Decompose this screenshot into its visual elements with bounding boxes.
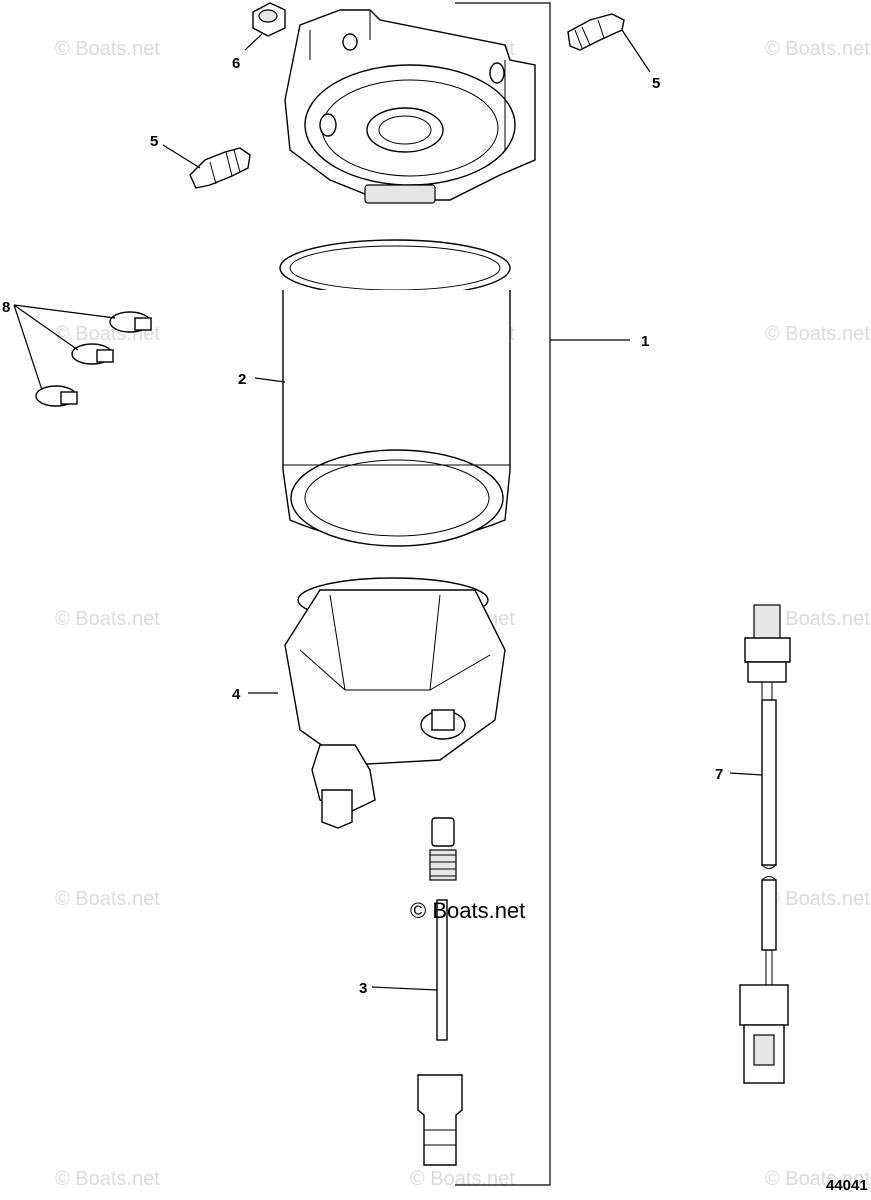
callout-6: 6 [232, 55, 240, 72]
assembly-bracket [455, 2, 551, 1186]
watermark-group: © Boats.net © Boats.net © Boats.net © Bo… [55, 38, 870, 1190]
watermark: © Boats.net [765, 888, 870, 910]
callout-8: 8 [2, 299, 10, 316]
leader-line-3 [371, 986, 438, 991]
leader-line-6 [244, 33, 263, 51]
hose-clamps-8 [35, 311, 152, 407]
plug-6 [252, 2, 286, 37]
water-sensor-3 [417, 817, 463, 1166]
leader-line-7 [729, 772, 763, 776]
watermark: © Boats.net [765, 1168, 870, 1190]
figure-id: 44041 [826, 1177, 868, 1194]
leader-line-5b [162, 144, 201, 169]
callout-3: 3 [359, 980, 367, 997]
filter-head [284, 9, 536, 204]
sensor-harness-7 [739, 604, 791, 1084]
watermark: © Boats.net [765, 323, 870, 345]
callout-2: 2 [238, 371, 246, 388]
callout-5-right: 5 [652, 75, 660, 92]
filter-bowl-4 [284, 577, 506, 829]
leader-line-2 [254, 377, 286, 383]
leader-lines-8 [13, 304, 116, 391]
callout-1: 1 [641, 333, 649, 350]
fitting-5-left [189, 147, 251, 189]
watermark: © Boats.net [55, 38, 160, 60]
watermark: © Boats.net [765, 38, 870, 60]
callout-5-left: 5 [150, 133, 158, 150]
watermark-center: © Boats.net [410, 898, 525, 923]
watermark: © Boats.net [765, 608, 870, 630]
watermark: © Boats.net [55, 888, 160, 910]
watermark: © Boats.net [410, 1168, 515, 1190]
watermark: © Boats.net [55, 1168, 160, 1190]
filter-element-2 [279, 239, 511, 547]
callout-7: 7 [715, 766, 723, 783]
callout-4: 4 [232, 686, 241, 703]
watermark: © Boats.net [55, 608, 160, 630]
fitting-5-right [567, 13, 625, 51]
leader-line-5a [621, 29, 651, 73]
